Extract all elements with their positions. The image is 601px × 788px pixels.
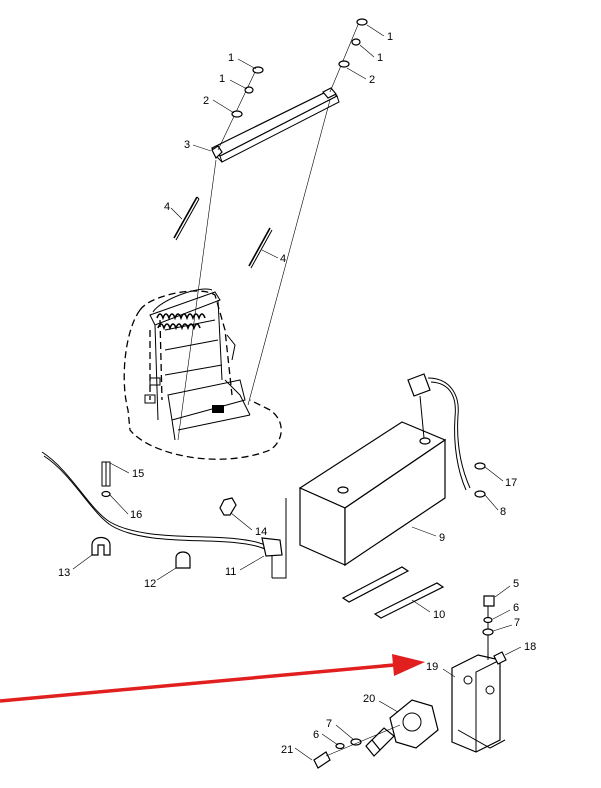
red-arrow <box>0 654 425 703</box>
rod-right <box>248 227 273 269</box>
callout-7b: 7 <box>326 718 332 730</box>
callout-1c: 1 <box>387 31 393 43</box>
callout-11: 11 <box>225 566 236 578</box>
top-bar-assembly <box>177 18 368 441</box>
seat-assembly <box>123 288 282 460</box>
callout-6b: 6 <box>313 729 319 741</box>
battery-switch <box>365 699 439 757</box>
callout-5: 5 <box>513 578 519 590</box>
callout-9: 9 <box>439 532 445 544</box>
battery <box>272 421 447 579</box>
callout-14: 14 <box>255 526 267 538</box>
hold-down-strips <box>341 566 445 619</box>
callout-1d: 1 <box>377 52 383 64</box>
callout-2b: 2 <box>369 74 375 86</box>
callout-1a: 1 <box>228 52 234 64</box>
rod-left <box>173 196 200 241</box>
callout-21: 21 <box>281 744 293 756</box>
callout-8: 8 <box>500 506 506 518</box>
callout-2a: 2 <box>203 95 209 107</box>
callout-4b: 4 <box>280 253 286 265</box>
ground-cable <box>41 451 283 578</box>
callout-4a: 4 <box>164 201 170 213</box>
callout-16: 16 <box>130 509 142 521</box>
callout-10: 10 <box>433 609 445 621</box>
switch-bracket <box>451 595 507 753</box>
callout-18: 18 <box>524 641 536 653</box>
switch-hardware <box>313 724 401 769</box>
leader-lines <box>72 24 522 761</box>
callout-3: 3 <box>184 139 190 151</box>
callout-6a: 6 <box>513 602 519 614</box>
callout-12: 12 <box>144 578 156 590</box>
battery-cable-positive <box>407 373 486 498</box>
callout-17: 17 <box>505 477 517 489</box>
callout-1b: 1 <box>219 73 225 85</box>
callout-labels: 1 1 2 3 1 1 2 4 4 15 16 13 12 14 11 9 17… <box>58 31 536 756</box>
callout-7a: 7 <box>514 617 520 629</box>
callout-19: 19 <box>426 661 438 673</box>
callout-15: 15 <box>132 468 144 480</box>
callout-20: 20 <box>363 693 375 705</box>
callout-13: 13 <box>58 567 70 579</box>
